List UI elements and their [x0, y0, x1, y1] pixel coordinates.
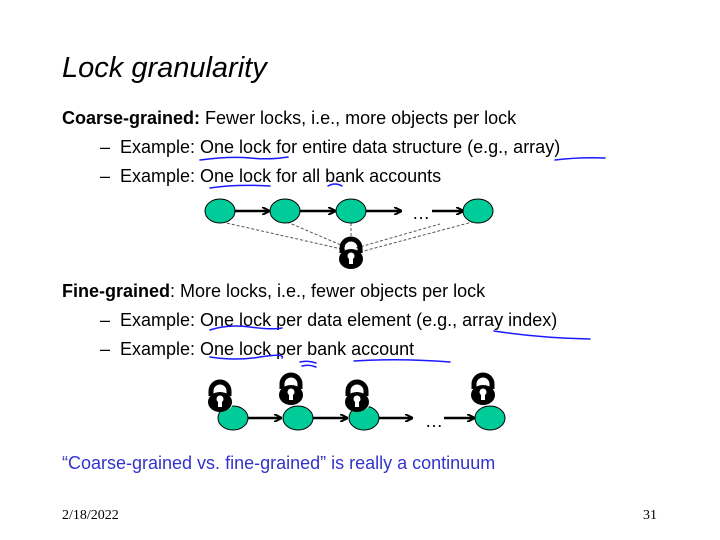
fine-heading: Fine-grained: More locks, i.e., fewer ob… [62, 281, 485, 302]
node [474, 405, 506, 431]
ellipsis-coarse: … [412, 203, 430, 223]
bullet-marker: – [100, 137, 111, 157]
fine-bullet-2: Example: One lock per bank account [120, 339, 415, 359]
nodes [217, 405, 506, 431]
node [269, 198, 301, 224]
page-number: 31 [643, 508, 657, 523]
node [217, 405, 249, 431]
ink-annotations [199, 156, 606, 368]
lock-icon [208, 382, 232, 412]
coarse-bullet-1: Example: One lock for entire data struct… [120, 137, 561, 157]
fine-desc: : More locks, i.e., fewer objects per lo… [170, 281, 486, 301]
bullet-marker: – [100, 166, 111, 186]
fine-bullet-1: Example: One lock per data element (e.g.… [120, 310, 558, 330]
fine-diagram [206, 375, 506, 431]
coarse-bullet-2: Example: One lock for all bank accounts [120, 166, 442, 186]
lock-icon [339, 239, 363, 269]
footer-date: 2/18/2022 [62, 508, 119, 523]
nodes [204, 198, 494, 224]
fine-term: Fine-grained [62, 281, 171, 301]
node [204, 198, 236, 224]
ellipsis-fine: … [425, 411, 443, 431]
lock-icon [471, 375, 495, 405]
conclusion-text: “Coarse-grained vs. fine-grained” is rea… [62, 453, 496, 473]
coarse-diagram [204, 198, 494, 269]
coarse-desc: Fewer locks, i.e., more objects per lock [200, 108, 517, 128]
slide-title: Lock granularity [62, 52, 267, 84]
node [462, 198, 494, 224]
node [335, 198, 367, 224]
coarse-term: Coarse-grained: [62, 108, 201, 128]
lock-icon [279, 375, 303, 405]
bullet-marker: – [100, 310, 111, 330]
node [282, 405, 314, 431]
bullet-marker: – [100, 339, 111, 359]
coarse-heading: Coarse-grained: Fewer locks, i.e., more … [62, 108, 516, 129]
lock-icon [345, 382, 369, 412]
